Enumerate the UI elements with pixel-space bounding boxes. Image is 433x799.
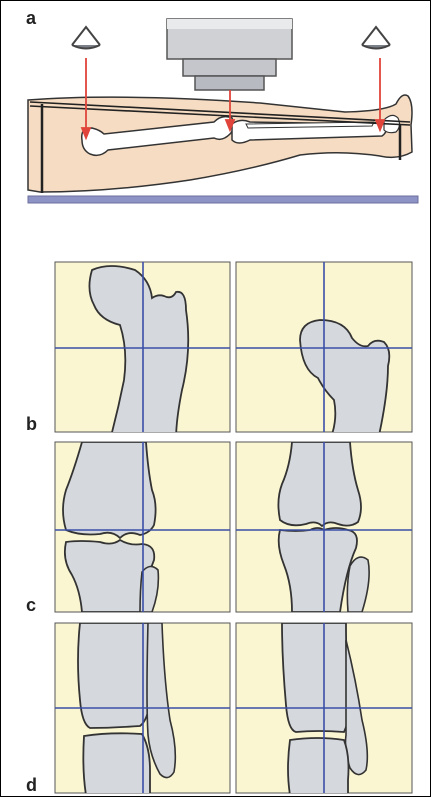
talus-bone bbox=[288, 738, 349, 795]
panel-b-left bbox=[55, 262, 230, 440]
exam-table bbox=[28, 196, 418, 203]
panel-c-left bbox=[55, 442, 230, 612]
panel-d-left bbox=[55, 623, 230, 795]
xray-tube bbox=[167, 19, 292, 90]
distal-femur-bone bbox=[278, 442, 361, 526]
distal-tibia-bone bbox=[78, 623, 151, 728]
distal-tibia-bone bbox=[282, 623, 349, 732]
eye-icon-right bbox=[362, 27, 390, 49]
panel-d-right bbox=[236, 623, 412, 795]
talus-bone bbox=[83, 733, 150, 795]
panel-label-b: b bbox=[26, 414, 37, 434]
panel-label-a: a bbox=[26, 8, 37, 28]
panel-b-right bbox=[236, 262, 412, 440]
panel-label-c: c bbox=[26, 595, 36, 615]
panel-label-d: d bbox=[26, 775, 37, 795]
panel-c-right bbox=[236, 442, 412, 612]
distal-femur-bone bbox=[63, 442, 156, 538]
eye-icon-left bbox=[72, 27, 100, 49]
panel-a: a bbox=[26, 8, 418, 203]
